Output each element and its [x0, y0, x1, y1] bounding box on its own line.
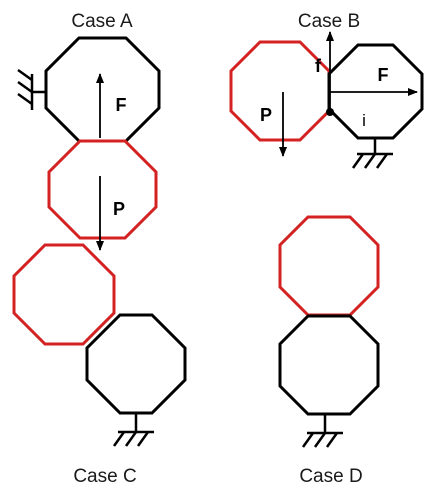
case-c-loaded-octagon [12, 243, 116, 346]
case-b-force-label: F [378, 65, 389, 85]
case-b-friction-label: f [315, 56, 322, 76]
case-d-fixed-octagon [278, 314, 380, 416]
case-d-loaded-octagon [278, 215, 380, 317]
case-b-contact-point [326, 108, 334, 116]
case-b-fixed-octagon [327, 43, 424, 140]
case-b-loaded-octagon [229, 40, 331, 142]
case-a-fixed-octagon [44, 36, 161, 143]
case-a-loaded-octagon [47, 139, 158, 240]
case-d-ground-support [301, 414, 343, 448]
case-b-load-label: P [260, 105, 272, 125]
case-d-title: Case D [299, 466, 362, 487]
case-b: Case B f F i P [229, 11, 424, 169]
case-b-contact-label: i [362, 111, 366, 130]
case-a: Case A F P [17, 11, 161, 251]
case-a-load-label: P [113, 199, 125, 219]
case-c: Case C [12, 243, 187, 487]
case-c-ground-support [112, 413, 154, 447]
case-a-force-label: F [116, 95, 127, 115]
case-a-wall-support [17, 68, 46, 110]
case-d: Case D [278, 215, 380, 487]
case-c-title: Case C [73, 466, 136, 487]
case-b-title: Case B [298, 11, 360, 32]
case-b-ground-support [351, 138, 393, 169]
case-c-fixed-octagon [85, 313, 187, 415]
case-a-title: Case A [71, 11, 133, 32]
